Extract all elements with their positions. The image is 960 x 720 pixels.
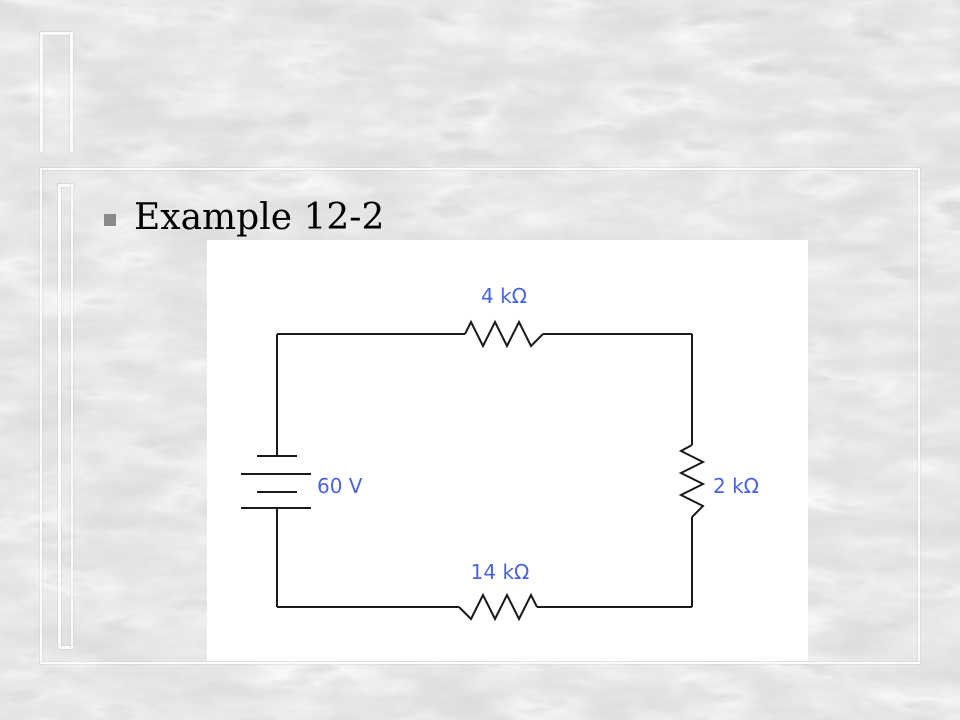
frame-vertical-left	[40, 168, 42, 664]
frame-inner-cap-top	[58, 184, 74, 187]
resistor-bottom-symbol	[458, 592, 538, 622]
resistor-right-label: 2 kΩ	[713, 474, 759, 498]
slide-title: Example 12-2	[134, 196, 385, 238]
frame-inner-left	[58, 184, 61, 648]
resistor-top-label: 4 kΩ	[481, 284, 527, 308]
title-row: Example 12-2	[104, 192, 384, 242]
frame-vertical-top	[40, 32, 43, 152]
circuit-diagram-panel: 4 kΩ 2 kΩ 14 kΩ 60 V	[207, 240, 808, 661]
square-bullet-icon	[104, 214, 116, 226]
resistor-bottom-label: 14 kΩ	[471, 560, 530, 584]
frame-horizontal-top	[40, 168, 920, 170]
source-voltage-label: 60 V	[317, 474, 363, 498]
resistor-right-symbol	[678, 444, 706, 518]
resistor-top-symbol	[464, 319, 544, 349]
frame-cap-top	[40, 32, 72, 35]
frame-cap-top-right	[70, 32, 73, 152]
frame-inner-left-2	[71, 184, 73, 648]
frame-vertical-right	[918, 168, 920, 664]
frame-inner-cap-bottom	[58, 646, 74, 649]
circuit-diagram: 4 kΩ 2 kΩ 14 kΩ 60 V	[241, 284, 759, 622]
frame-horizontal-bottom	[40, 662, 920, 664]
